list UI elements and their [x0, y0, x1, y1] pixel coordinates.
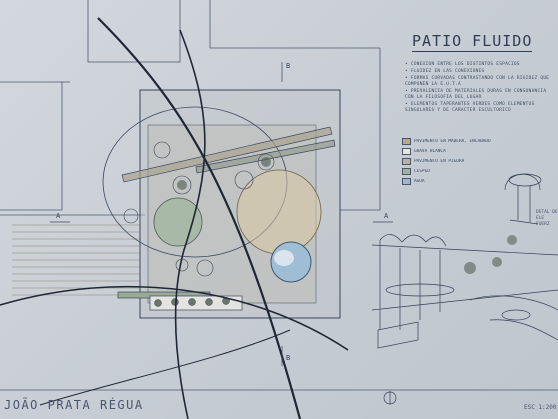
note-item: PREVALENCIA DE MATERIALES DURAS EN CONSO…: [405, 89, 555, 101]
wood-deck-hatch: [12, 224, 140, 296]
scale-note: ESC 1:200: [524, 404, 557, 411]
water-highlight: [274, 250, 294, 266]
section-mark-b-bottom: B: [286, 354, 291, 362]
legend-swatch: [402, 137, 411, 145]
note-item: CONEXION ENTRE LOS DISTINTOS ESPACIOS: [405, 62, 555, 68]
note-item: FORMAS CURVADAS CONTRASTANDO CON LA RIGI…: [405, 76, 555, 88]
grass-circle: [153, 197, 203, 247]
perspective-sketch: [371, 173, 558, 405]
legend-row: CESPED: [402, 166, 492, 176]
legend-row: PAVIMENTO EN PIEDRA: [402, 156, 492, 166]
note-item: FLUIDEZ EN LAS CONEXIONES: [405, 69, 555, 75]
section-mark-a-right: A: [384, 212, 389, 220]
legend-swatch: [402, 177, 411, 185]
section-lines: [50, 62, 393, 366]
materials-legend: PAVIMENTO EN MADERA, ENCABADO CON TIRAS …: [402, 136, 492, 186]
design-notes: CONEXION ENTRE LOS DISTINTOS ESPACIOS FL…: [405, 62, 555, 115]
legend-label: PAVIMENTO EN MADERA, ENCABADO CON TIRAS …: [414, 138, 492, 144]
legend-row: AGUA: [402, 176, 492, 186]
drawing-title: PATIO FLUIDO: [412, 32, 533, 52]
tree-foliage: [177, 157, 271, 190]
section-mark-a-left: A: [56, 212, 61, 220]
author-name: JOÃO PRATA RÉGUA: [4, 398, 144, 412]
legend-label: PAVIMENTO EN PIEDRA: [414, 158, 465, 164]
flow-curves: [0, 17, 349, 419]
wood-circle: [236, 169, 322, 255]
detail-label: DETAL DE ELE FUERZ: [536, 210, 558, 227]
legend-label: AGUA: [414, 178, 425, 184]
legend-label: GRAVA BLANCA: [414, 148, 446, 154]
legend-row: PAVIMENTO EN MADERA, ENCABADO CON TIRAS …: [402, 136, 492, 146]
perspective-trees: [464, 235, 517, 274]
legend-row: GRAVA BLANCA: [402, 146, 492, 156]
legend-swatch: [402, 167, 411, 175]
legend-swatch: [402, 157, 411, 165]
section-mark-b-top: B: [286, 62, 291, 70]
legend-swatch: [402, 147, 411, 155]
legend-label: CESPED: [414, 168, 430, 174]
note-item: ELEMENTOS TAPERANTES VERDES COMO ELEMENT…: [405, 102, 555, 114]
